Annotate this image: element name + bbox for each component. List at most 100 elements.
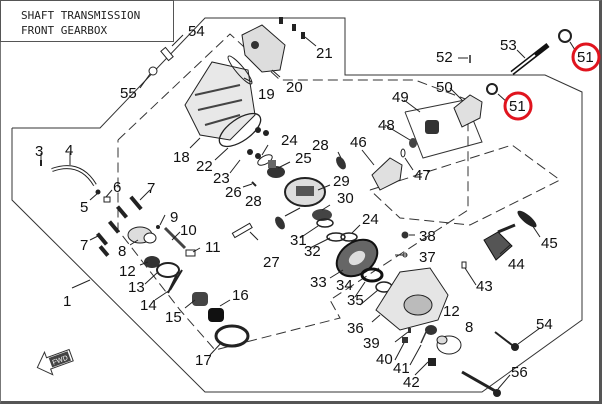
callout-36[interactable]: 36 — [347, 320, 364, 337]
part-nut-55[interactable] — [148, 66, 158, 76]
callout-52[interactable]: 52 — [436, 49, 453, 66]
callout-48[interactable]: 48 — [378, 117, 395, 134]
callout-17[interactable]: 17 — [195, 352, 212, 369]
callout-7a[interactable]: 7 — [147, 180, 155, 197]
part-oring-22[interactable] — [214, 107, 266, 153]
callout-11[interactable]: 11 — [205, 239, 221, 256]
callout-13[interactable]: 13 — [128, 279, 145, 296]
callout-8b[interactable]: 8 — [465, 319, 473, 336]
part-plug-39[interactable] — [408, 328, 411, 333]
part-pin-41[interactable] — [420, 331, 427, 344]
callout-1[interactable]: 1 — [63, 293, 71, 310]
part-bearing-30[interactable] — [312, 209, 332, 221]
callout-22[interactable]: 22 — [196, 158, 213, 175]
part-clip-14[interactable] — [167, 269, 183, 294]
part-oring-48[interactable] — [409, 138, 417, 148]
callout-56[interactable]: 56 — [511, 364, 528, 381]
callout-55[interactable]: 55 — [120, 85, 137, 102]
part-nut-51b[interactable] — [558, 29, 572, 43]
part-hose-4[interactable] — [51, 165, 97, 187]
part-bolt-56[interactable] — [461, 370, 501, 397]
part-nut-5[interactable] — [95, 189, 101, 195]
callout-46[interactable]: 46 — [350, 134, 367, 151]
callout-25[interactable]: 25 — [295, 150, 312, 167]
part-bolt-54a[interactable] — [160, 46, 174, 62]
callout-28a[interactable]: 28 — [312, 137, 329, 154]
callout-18[interactable]: 18 — [173, 149, 190, 166]
part-yoke-50[interactable] — [453, 94, 483, 128]
part-pin-27[interactable] — [231, 222, 253, 239]
callout-15[interactable]: 15 — [165, 309, 182, 326]
part-case-36[interactable] — [375, 267, 449, 331]
callout-54b[interactable]: 54 — [536, 316, 553, 333]
callout-27[interactable]: 27 — [263, 254, 280, 271]
part-yoke-46[interactable] — [371, 157, 403, 191]
callout-41[interactable]: 41 — [393, 360, 410, 377]
part-pin-43[interactable] — [461, 261, 467, 269]
callout-39[interactable]: 39 — [363, 335, 380, 352]
callout-30[interactable]: 30 — [337, 190, 354, 207]
part-bearing-16[interactable] — [208, 308, 224, 322]
callout-21[interactable]: 21 — [316, 45, 333, 62]
callout-38[interactable]: 38 — [419, 228, 436, 245]
part-ring-24b[interactable] — [340, 232, 358, 242]
callout-3[interactable]: 3 — [35, 143, 43, 160]
callout-10[interactable]: 10 — [180, 222, 197, 239]
callout-42[interactable]: 42 — [403, 374, 420, 391]
part-seal-12b[interactable] — [425, 325, 437, 335]
part-differential-29[interactable] — [284, 177, 326, 207]
part-bearing-15[interactable] — [192, 292, 208, 306]
callout-54a[interactable]: 54 — [188, 23, 205, 40]
part-gasket-19[interactable] — [225, 54, 254, 87]
part-bolt-54b[interactable] — [494, 331, 519, 351]
part-ring-32[interactable] — [326, 232, 346, 242]
part-bearing-34[interactable] — [360, 267, 384, 283]
callout-51b[interactable]: 51 — [577, 49, 594, 66]
part-oring-24[interactable] — [256, 153, 274, 168]
callout-45[interactable]: 45 — [541, 235, 558, 252]
callout-4[interactable]: 4 — [65, 142, 73, 159]
callout-8a[interactable]: 8 — [118, 243, 126, 260]
part-ring-31[interactable] — [316, 218, 334, 228]
part-oring-13[interactable] — [156, 262, 180, 278]
part-seal-17[interactable] — [214, 324, 250, 348]
part-washer-6[interactable] — [103, 196, 111, 203]
callout-47[interactable]: 47 — [414, 167, 431, 184]
callout-35[interactable]: 35 — [347, 292, 364, 309]
part-ball-9[interactable] — [156, 225, 160, 229]
part-shaft-53[interactable] — [510, 43, 550, 75]
part-bolts-23[interactable] — [247, 127, 269, 159]
part-spacer-28[interactable] — [273, 155, 348, 231]
callout-24a[interactable]: 24 — [281, 132, 298, 149]
callout-32[interactable]: 32 — [304, 243, 321, 260]
part-nut-40[interactable] — [402, 337, 408, 343]
callout-44[interactable]: 44 — [508, 256, 525, 273]
callout-12a[interactable]: 12 — [119, 263, 136, 280]
callout-23[interactable]: 23 — [213, 170, 230, 187]
part-plug-42[interactable] — [428, 358, 436, 366]
part-shaft-10[interactable] — [163, 226, 187, 250]
part-flange-8[interactable] — [127, 226, 157, 244]
callout-53[interactable]: 53 — [500, 37, 517, 54]
callout-7b[interactable]: 7 — [80, 237, 88, 254]
callout-51a[interactable]: 51 — [509, 98, 526, 115]
part-flange-8b[interactable] — [436, 335, 462, 355]
callout-6[interactable]: 6 — [113, 179, 121, 196]
callout-31[interactable]: 31 — [290, 232, 307, 249]
callout-50[interactable]: 50 — [436, 79, 453, 96]
part-ring-gear-33[interactable] — [330, 232, 384, 283]
callout-29[interactable]: 29 — [333, 173, 350, 190]
part-seal-12[interactable] — [144, 256, 160, 268]
callout-5[interactable]: 5 — [80, 199, 88, 216]
part-ring-47[interactable] — [400, 148, 406, 158]
callout-43[interactable]: 43 — [476, 278, 493, 295]
callout-26[interactable]: 26 — [225, 184, 242, 201]
part-nut-51a[interactable] — [486, 83, 498, 95]
callout-49[interactable]: 49 — [392, 89, 409, 106]
callout-12b[interactable]: 12 — [443, 303, 460, 320]
part-pin-26[interactable] — [251, 181, 257, 187]
part-pinion-44[interactable] — [483, 223, 516, 261]
part-actuator-20[interactable] — [241, 24, 286, 73]
callout-16[interactable]: 16 — [232, 287, 249, 304]
part-gear-25[interactable] — [267, 160, 285, 178]
